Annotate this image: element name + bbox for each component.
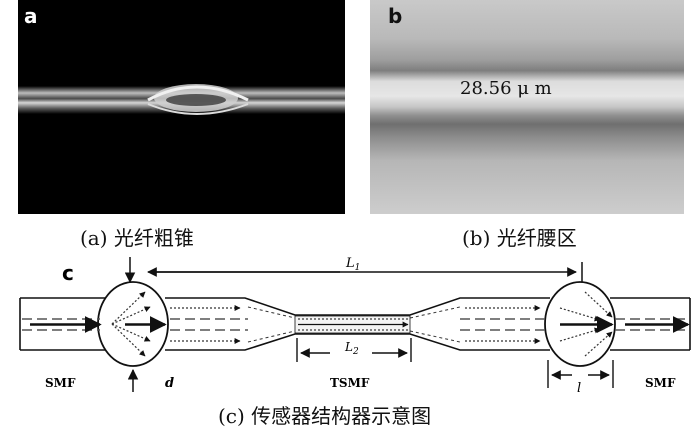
- svg-text:L1: L1: [345, 256, 360, 273]
- label-L1-sub: 1: [355, 263, 361, 273]
- label-l: l: [577, 381, 581, 396]
- right-sphere: [544, 281, 616, 367]
- fiber-taper-micrograph: [18, 84, 345, 115]
- label-smf-right: SMF: [645, 376, 676, 390]
- panel-b-caption: (b) 光纤腰区: [462, 226, 577, 250]
- fiber-outline-bottom: [20, 333, 690, 351]
- panel-c-caption: (c) 传感器结构器示意图: [218, 404, 432, 428]
- panel-a-fiber-taper-image: a: [18, 0, 345, 214]
- waist-diameter-label: 28.56 μ m: [460, 78, 552, 99]
- fiber-outline-top: [20, 297, 690, 316]
- label-tsmf: TSMF: [330, 376, 370, 390]
- taper-lines: [247, 306, 461, 343]
- panel-a-caption: (a) 光纤粗锥: [80, 226, 194, 250]
- svg-text:L2: L2: [344, 340, 359, 357]
- label-L2-sub: 2: [352, 347, 359, 357]
- panel-b-fiber-waist-image: b 28.56 μ m: [370, 0, 684, 214]
- panel-b-letter: b: [388, 4, 403, 28]
- label-d: d: [165, 376, 174, 391]
- label-L2: L: [344, 340, 353, 354]
- panel-a-letter: a: [24, 4, 38, 28]
- label-smf-left: SMF: [45, 376, 76, 390]
- sensor-structure-diagram: c L1 L: [19, 256, 691, 396]
- label-L1: L: [345, 256, 355, 271]
- panel-c-letter: c: [62, 261, 74, 285]
